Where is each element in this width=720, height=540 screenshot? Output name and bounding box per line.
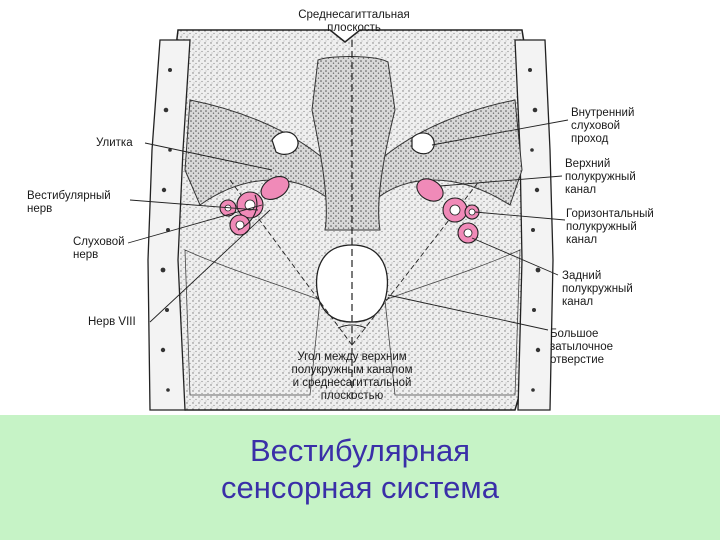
leader-posterior-canal [471,237,559,276]
label-foramen-magnum: Большое затылочное отверстие [550,328,614,366]
label-superior-semicircular-canal: Верхний полукружный канал [565,158,636,196]
label-auditory-nerve: Слуховой нерв [73,236,125,261]
leader-nerve-viii [149,209,271,323]
left-internal-auditory-canal [271,131,299,155]
leader-vestibular-nerve [129,199,259,211]
label-internal-auditory-canal: Внутренний слуховой проход [571,107,635,145]
label-posterior-semicircular-canal: Задний полукружный канал [562,270,633,308]
clivus [311,55,396,231]
left-skull-wall [147,39,191,411]
label-nerve-viii: Нерв VIII [88,316,136,328]
skull-base-drawing [127,29,569,411]
angle-arc [337,324,367,329]
label-midsagittal-plane: Среднесагиттальная плоскость [298,9,410,34]
label-cochlea: Улитка [96,137,133,149]
leader-auditory-nerve [127,204,263,244]
leader-cochlea [144,142,273,171]
label-vestibular-nerve: Вестибулярный нерв [27,190,111,215]
right-internal-auditory-canal [411,132,435,155]
right-skull-wall [514,39,554,411]
leader-internal-canal [431,119,569,146]
label-horizontal-semicircular-canal: Горизонтальный полукружный канал [566,208,654,246]
skull-base-diagram: Среднесагиттальная плоскость Улитка Вест… [27,9,654,411]
label-angle-note: Угол между верхним полукружным каналом и… [291,351,413,402]
leader-horizontal-canal [474,211,566,221]
leader-foramen-magnum [387,294,549,331]
angle-line-right [351,179,481,346]
leader-superior-canal [439,175,563,187]
caption-panel [0,415,720,540]
caption-title: Вестибулярная сенсорная система [221,433,499,505]
